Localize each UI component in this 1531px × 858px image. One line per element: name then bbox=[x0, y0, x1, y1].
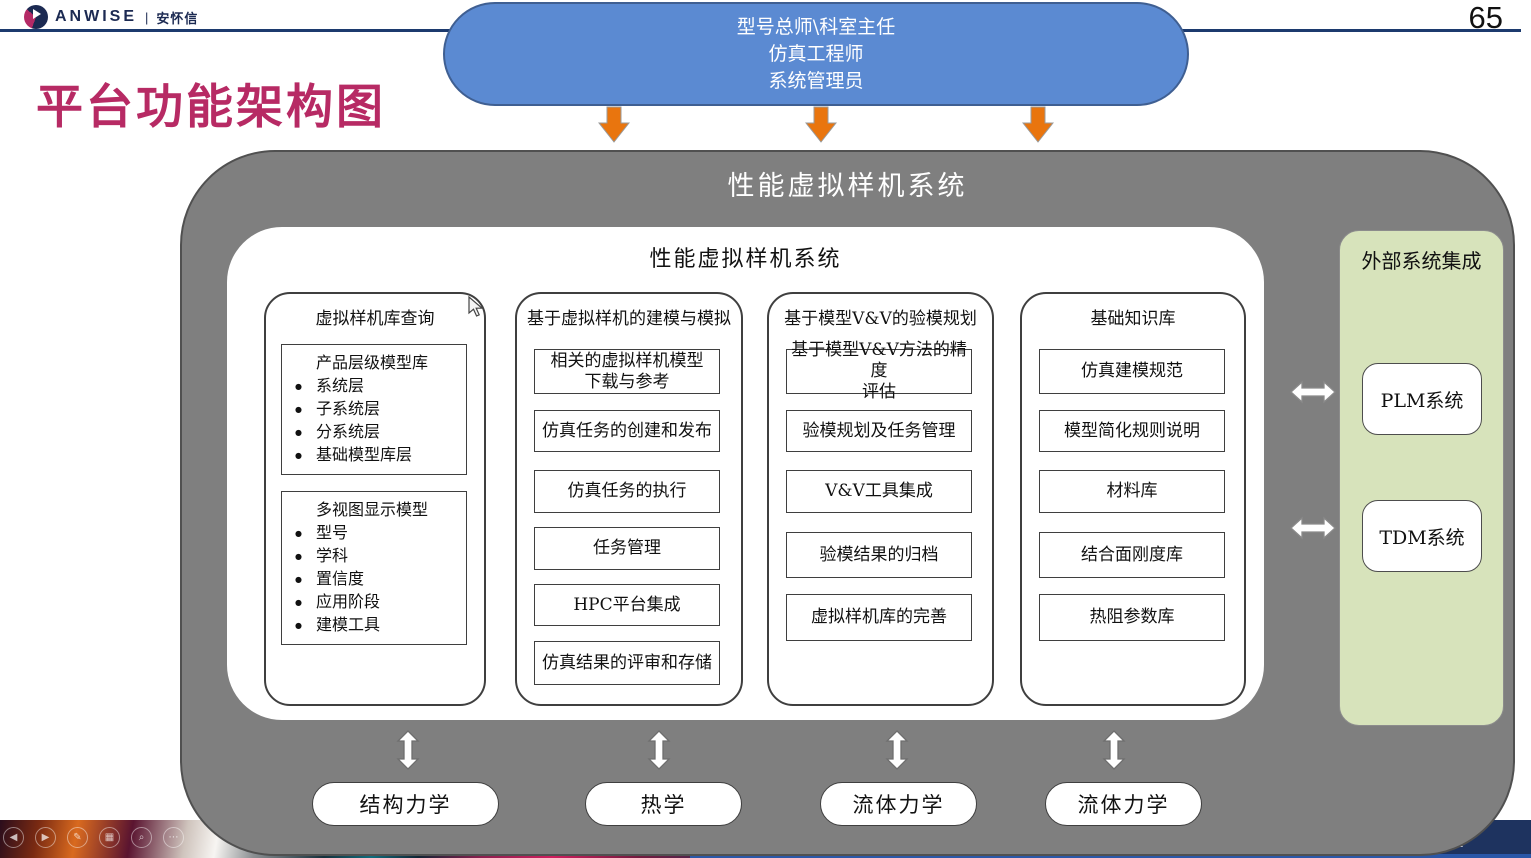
outer-system-title: 性能虚拟样机系统 bbox=[727, 171, 968, 202]
double-horizontal-arrow-icon bbox=[1290, 516, 1336, 540]
bullet-item: 学科 bbox=[282, 544, 466, 568]
bullet-item: 分系统层 bbox=[282, 420, 466, 444]
tdm-system-box: TDM系统 bbox=[1362, 500, 1482, 572]
slideshow-controls: ◀ ▶ ✎ ▦ ⌕ ⋯ bbox=[3, 827, 184, 848]
double-horizontal-arrow-icon bbox=[1290, 380, 1336, 404]
double-vertical-arrow-icon bbox=[647, 730, 671, 770]
discipline-pill: 流体力学 bbox=[820, 782, 977, 826]
function-box: 任务管理 bbox=[534, 527, 720, 570]
anwise-logo: ANWISE | 安怀信 bbox=[24, 5, 198, 29]
footer-accent-line bbox=[690, 854, 1531, 858]
external-integration-panel: 外部系统集成 PLM系统 TDM系统 bbox=[1339, 230, 1504, 726]
plm-system-box: PLM系统 bbox=[1362, 363, 1482, 435]
column-vp-library-query: 虚拟样机库查询 产品层级模型库 系统层 子系统层 分系统层 基础模型库层 多视图… bbox=[264, 292, 486, 706]
anwise-logo-icon bbox=[24, 5, 48, 29]
discipline-pill: 热学 bbox=[585, 782, 742, 826]
function-box: 仿真任务的创建和发布 bbox=[534, 410, 720, 452]
logo-divider: | bbox=[145, 9, 149, 25]
down-arrow-icon bbox=[1022, 106, 1054, 143]
logo-cn-text: 安怀信 bbox=[156, 10, 199, 26]
function-box: HPC平台集成 bbox=[534, 584, 720, 626]
function-box: 模型简化规则说明 bbox=[1039, 410, 1225, 452]
discipline-pill: 流体力学 bbox=[1045, 782, 1202, 826]
product-level-model-library-group: 产品层级模型库 系统层 子系统层 分系统层 基础模型库层 bbox=[281, 344, 467, 475]
inner-system-title: 性能虚拟样机系统 bbox=[649, 247, 842, 272]
role-line: 系统管理员 bbox=[768, 69, 864, 92]
external-panel-title: 外部系统集成 bbox=[1361, 249, 1482, 273]
page-number: 65 bbox=[1468, 0, 1503, 35]
bullet-item: 建模工具 bbox=[282, 613, 466, 637]
function-box: 仿真任务的执行 bbox=[534, 470, 720, 513]
role-line: 型号总师\科室主任 bbox=[736, 15, 896, 38]
discipline-pill: 结构力学 bbox=[312, 782, 499, 826]
previous-slide-icon[interactable]: ◀ bbox=[3, 827, 24, 848]
down-arrow-icon bbox=[598, 106, 630, 143]
more-options-icon[interactable]: ⋯ bbox=[163, 827, 184, 848]
zoom-icon[interactable]: ⌕ bbox=[131, 827, 152, 848]
column-modeling-simulation: 基于虚拟样机的建模与模拟 相关的虚拟样机模型 下载与参考 仿真任务的创建和发布 … bbox=[515, 292, 743, 706]
bullet-item: 置信度 bbox=[282, 567, 466, 591]
group-title: 产品层级模型库 bbox=[316, 353, 429, 372]
down-arrow-icon bbox=[805, 106, 837, 143]
function-box: 验模结果的归档 bbox=[786, 532, 972, 578]
column-header: 基于虚拟样机的建模与模拟 bbox=[527, 309, 731, 329]
pen-icon[interactable]: ✎ bbox=[67, 827, 88, 848]
bullet-item: 型号 bbox=[282, 521, 466, 545]
bullet-item: 应用阶段 bbox=[282, 590, 466, 614]
slide-title: 平台功能架构图 bbox=[36, 80, 386, 133]
mouse-cursor-icon bbox=[468, 296, 484, 317]
column-header: 虚拟样机库查询 bbox=[315, 309, 435, 329]
role-line: 仿真工程师 bbox=[768, 42, 864, 65]
function-box: 基于模型V&V方法的精度 评估 bbox=[786, 340, 972, 402]
column-knowledge-base: 基础知识库 仿真建模规范 模型简化规则说明 材料库 结合面刚度库 热阻参数库 bbox=[1020, 292, 1246, 706]
double-vertical-arrow-icon bbox=[396, 730, 420, 770]
column-vv-validation-planning: 基于模型V&V的验模规划 基于模型V&V方法的精度 评估 验模规划及任务管理 V… bbox=[767, 292, 994, 706]
roles-capsule: 型号总师\科室主任 仿真工程师 系统管理员 bbox=[443, 2, 1189, 106]
next-slide-icon[interactable]: ▶ bbox=[35, 827, 56, 848]
function-box: 仿真建模规范 bbox=[1039, 349, 1225, 394]
double-vertical-arrow-icon bbox=[885, 730, 909, 770]
double-vertical-arrow-icon bbox=[1102, 730, 1126, 770]
group-title: 多视图显示模型 bbox=[316, 500, 429, 519]
column-header: 基础知识库 bbox=[1090, 309, 1176, 329]
inner-system-panel: 性能虚拟样机系统 虚拟样机库查询 产品层级模型库 系统层 子系统层 分系统层 基… bbox=[227, 227, 1264, 720]
bullet-item: 子系统层 bbox=[282, 397, 466, 421]
function-box: 虚拟样机库的完善 bbox=[786, 594, 972, 641]
function-box: 结合面刚度库 bbox=[1039, 532, 1225, 578]
function-box: 验模规划及任务管理 bbox=[786, 410, 972, 452]
function-box: 相关的虚拟样机模型 下载与参考 bbox=[534, 349, 720, 394]
function-box: 热阻参数库 bbox=[1039, 594, 1225, 641]
performance-vp-system-container: 性能虚拟样机系统 性能虚拟样机系统 虚拟样机库查询 产品层级模型库 系统层 子系… bbox=[180, 150, 1515, 856]
logo-text: ANWISE bbox=[55, 8, 137, 25]
all-slides-icon[interactable]: ▦ bbox=[99, 827, 120, 848]
function-box: 仿真结果的评审和存储 bbox=[534, 641, 720, 685]
bullet-item: 系统层 bbox=[282, 374, 466, 398]
function-box: V&V工具集成 bbox=[786, 470, 972, 513]
column-header: 基于模型V&V的验模规划 bbox=[784, 309, 977, 329]
function-box: 材料库 bbox=[1039, 470, 1225, 513]
multi-view-model-group: 多视图显示模型 型号 学科 置信度 应用阶段 建模工具 bbox=[281, 491, 467, 645]
bullet-item: 基础模型库层 bbox=[282, 443, 466, 467]
